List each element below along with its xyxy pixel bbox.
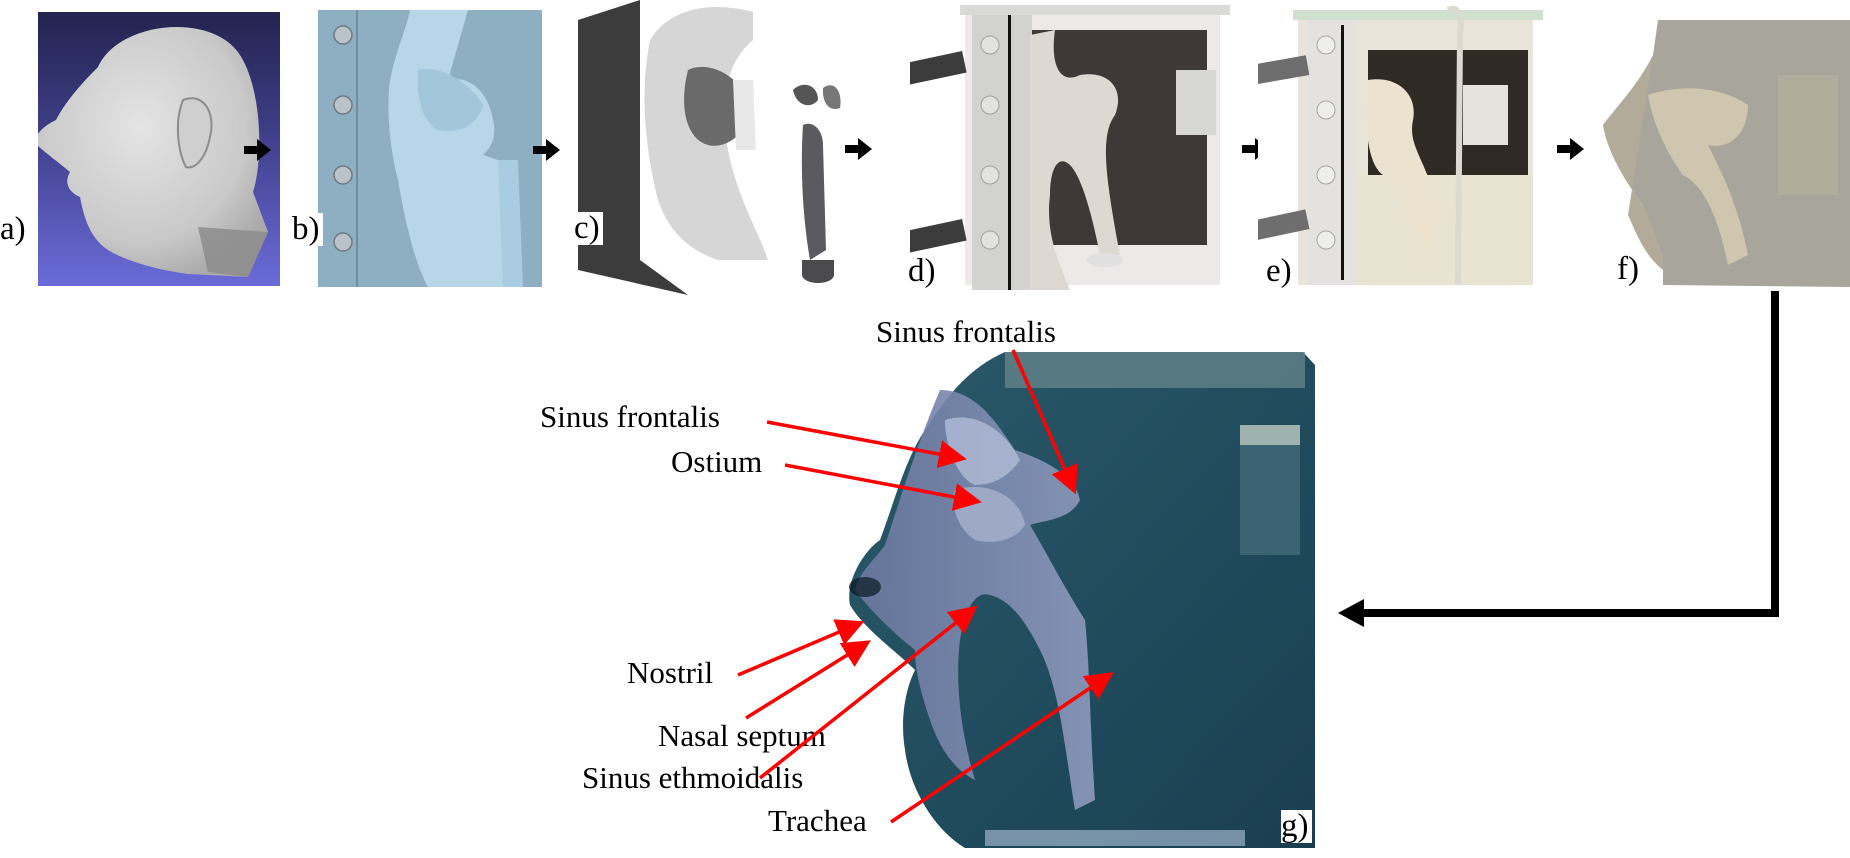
arrow-nostril: [737, 619, 865, 677]
panel-c-printed-parts: [578, 0, 858, 295]
panel-label-e: e): [1266, 255, 1295, 288]
flow-arrow-head-icon: [858, 138, 872, 160]
flow-arrow-head-icon: [1570, 138, 1584, 160]
panel-label-f: f): [1617, 253, 1642, 286]
flow-arrow-head-icon: [1338, 599, 1364, 627]
silicone-filled-illustration: [1258, 5, 1558, 288]
cad-model-illustration: [318, 10, 542, 287]
cured-block-illustration: [1603, 20, 1850, 287]
panel-label-g: g): [1281, 810, 1312, 843]
panel-a-head-scan: [38, 12, 280, 286]
head-scan-illustration: [38, 26, 268, 277]
label-nostril: Nostril: [627, 655, 714, 690]
panel-e-silicone-filled: [1258, 5, 1558, 288]
label-ostium: Ostium: [671, 444, 763, 479]
panel-g-final-phantom: [845, 350, 1315, 850]
flow-arrow-head-icon: [546, 139, 560, 161]
label-sinus-frontalis-top: Sinus frontalis: [876, 314, 1056, 349]
flow-arrow-f-g-vertical: [1771, 291, 1779, 617]
casting-box-illustration: [910, 5, 1240, 293]
final-phantom-illustration: [849, 352, 1315, 848]
panel-label-d: d): [908, 255, 939, 288]
panel-label-a: a): [0, 213, 29, 246]
panel-b-cad-model: [318, 10, 542, 287]
label-sinus-ethmoidalis: Sinus ethmoidalis: [582, 760, 804, 795]
panel-d-casting-box: [910, 5, 1240, 293]
flow-arrow-d-e: [1242, 145, 1256, 153]
panel-label-c: c): [574, 212, 603, 245]
flow-arrow-e-f: [1557, 145, 1571, 153]
flow-arrow-c-d: [845, 145, 859, 153]
label-nasal-septum: Nasal septum: [658, 718, 826, 753]
label-sinus-frontalis-left: Sinus frontalis: [540, 399, 720, 434]
panel-label-b: b): [292, 213, 323, 246]
flow-arrow-b-c: [533, 146, 547, 154]
flow-arrow-f-g-horizontal: [1362, 609, 1779, 617]
flow-arrow-head-icon: [257, 139, 271, 161]
panel-f-cured-block: [1598, 15, 1850, 287]
printed-parts-illustration: [578, 0, 841, 295]
label-trachea: Trachea: [768, 803, 867, 838]
flow-arrow-a-b: [244, 146, 258, 154]
